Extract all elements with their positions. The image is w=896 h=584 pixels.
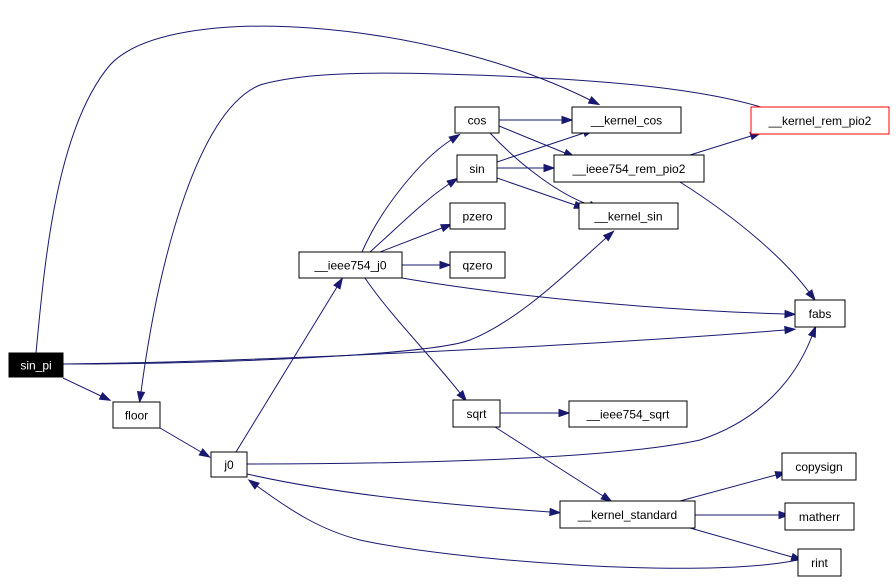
edge-j0-to-ieee754-j0 (235, 277, 344, 453)
node-ieee754-sqrt[interactable]: __ieee754_sqrt (568, 400, 688, 428)
node-label-rint: rint (811, 556, 828, 570)
node-label-matherr: matherr (799, 510, 840, 524)
edges-layer (35, 25, 817, 569)
edge-sin-pi-to-kernel-cos (35, 25, 601, 354)
edge-ieee754-j0-to-sin (369, 177, 459, 253)
node-copysign[interactable]: copysign (781, 452, 857, 481)
node-label-cos: cos (468, 114, 487, 128)
edge-kernel-standard-to-copysign (679, 471, 788, 502)
edge-ieee754-j0-to-fabs (401, 277, 797, 319)
node-label-kernel-rem-pio2: __kernel_rem_pio2 (768, 114, 872, 128)
edge-rint-to-j0 (247, 479, 799, 569)
node-label-sin-pi: sin_pi (20, 359, 51, 373)
node-label-ieee754-sqrt: __ieee754_sqrt (586, 408, 670, 422)
node-label-floor: floor (125, 409, 148, 423)
node-label-kernel-cos: __kernel_cos (590, 114, 662, 128)
node-sqrt[interactable]: sqrt (452, 399, 501, 428)
edge-ieee754-j0-to-sqrt (364, 277, 468, 403)
node-floor[interactable]: floor (112, 401, 161, 429)
node-cos[interactable]: cos (454, 106, 500, 134)
edge-j0-to-kernel-standard (246, 473, 562, 517)
node-kernel-standard[interactable]: __kernel_standard (559, 500, 696, 529)
node-pzero[interactable]: pzero (449, 202, 506, 230)
node-sin-pi[interactable]: sin_pi (8, 352, 64, 378)
edge-sqrt-to-kernel-standard (494, 426, 613, 503)
nodes-layer: sin_pi floor j0 __ieee754_j0 cos sin pze… (8, 106, 890, 577)
node-ieee754-rem-pio2[interactable]: __ieee754_rem_pio2 (553, 154, 705, 183)
edge-j0-to-fabs (246, 325, 817, 465)
edge-kernel-standard-to-matherr (695, 510, 791, 520)
edge-sin-to-ieee754-rem-pio2 (497, 163, 556, 173)
edge-sin-pi-to-floor (62, 377, 112, 401)
node-kernel-rem-pio2[interactable]: __kernel_rem_pio2 (750, 106, 890, 135)
edge-cos-to-ieee754-rem-pio2 (498, 125, 576, 158)
edge-ieee754-rem-pio2-to-fabs (679, 181, 816, 302)
node-j0[interactable]: j0 (210, 451, 248, 478)
edge-sin-pi-to-fabs (62, 325, 797, 365)
node-rint[interactable]: rint (797, 548, 842, 577)
node-sin[interactable]: sin (456, 154, 498, 183)
node-label-ieee754-j0: __ieee754_j0 (313, 259, 386, 273)
node-label-qzero: qzero (462, 259, 492, 273)
node-label-pzero: pzero (462, 210, 492, 224)
node-kernel-sin[interactable]: __kernel_sin (578, 202, 679, 230)
node-label-fabs: fabs (809, 307, 832, 321)
edge-sin-pi-to-kernel-sin (62, 230, 615, 365)
edge-ieee754-j0-to-pzero (379, 223, 453, 253)
node-label-sqrt: sqrt (466, 407, 487, 421)
node-label-sin: sin (469, 162, 484, 176)
node-qzero[interactable]: qzero (449, 251, 506, 279)
node-label-ieee754-rem-pio2: __ieee754_rem_pio2 (572, 162, 686, 176)
edge-sqrt-to-ieee754-sqrt (500, 408, 571, 418)
node-fabs[interactable]: fabs (794, 299, 846, 328)
edge-cos-to-kernel-cos (499, 115, 574, 125)
edge-sin-to-kernel-sin (496, 177, 586, 209)
edge-kernel-standard-to-rint (689, 527, 804, 561)
node-kernel-cos[interactable]: __kernel_cos (571, 106, 682, 134)
node-label-j0: j0 (223, 458, 234, 472)
node-label-kernel-standard: __kernel_standard (577, 508, 677, 522)
edge-ieee754-j0-to-qzero (402, 260, 452, 270)
edge-ieee754-j0-to-cos (361, 133, 461, 253)
node-matherr[interactable]: matherr (784, 502, 855, 531)
edge-ieee754-rem-pio2-to-kernel-rem-pio2 (689, 132, 762, 156)
node-label-copysign: copysign (795, 460, 842, 474)
edge-kernel-rem-pio2-to-floor (136, 72, 765, 404)
node-ieee754-j0[interactable]: __ieee754_j0 (298, 251, 403, 279)
node-label-kernel-sin: __kernel_sin (593, 210, 662, 224)
edge-floor-to-j0 (159, 427, 211, 458)
